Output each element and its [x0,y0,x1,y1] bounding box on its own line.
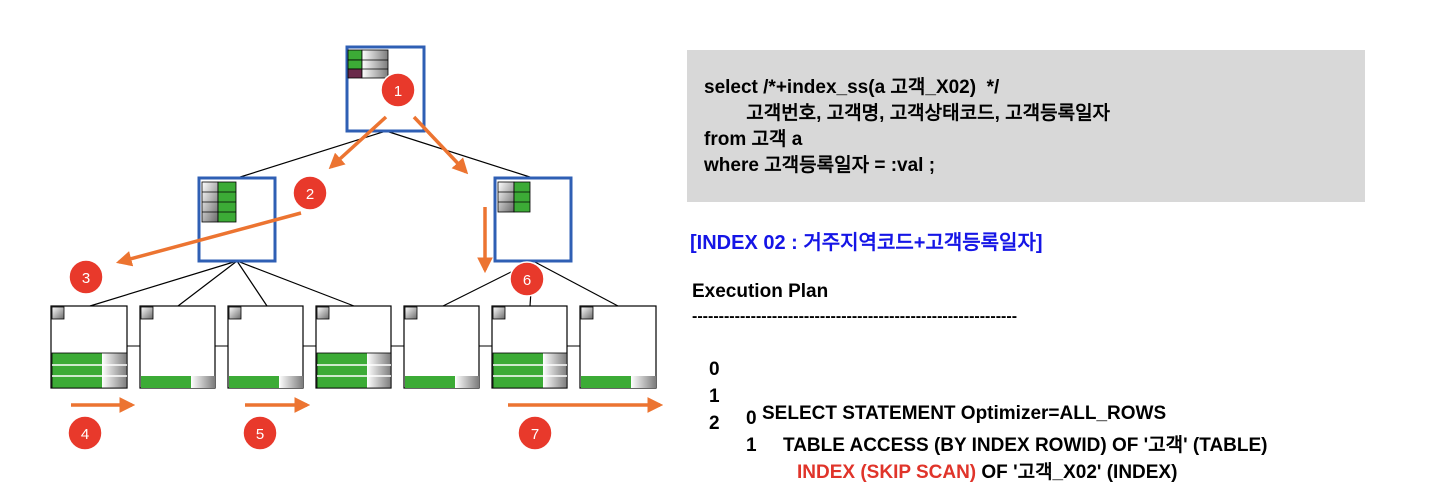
arrow-root-to-right [412,115,469,175]
step-label: 4 [81,426,89,443]
sql-line: 고객번호, 고객명, 고객상태코드, 고객등록일자 [704,103,1111,124]
step-label: 3 [82,270,90,287]
step-badge-1: 1 [380,72,416,108]
leaf-node-3 [227,305,304,389]
plan-row-id: 2 [709,413,720,434]
step-label: 7 [531,426,539,443]
plan-row-operation-rest: OF '고객_X02' (INDEX) [976,462,1178,483]
plan-row-operation: SELECT STATEMENT Optimizer=ALL_ROWS [762,403,1167,424]
sql-line: select /*+index_ss(a 고객_X02) */ [704,77,1000,98]
plan-row-parent: 0 [746,408,757,429]
leaf-node-5 [403,305,480,389]
plan-row-1: 1 0 TABLE ACCESS (BY INDEX ROWID) OF '고객… [692,364,1392,456]
execution-plan-divider: ----------------------------------------… [692,308,1018,325]
step-badge-6: 6 [509,261,545,297]
sql-query-box: select /*+index_ss(a 고객_X02) */ 고객번호, 고객… [687,50,1365,202]
step-label: 6 [523,272,531,289]
plan-row-2: 2 1 INDEX (SKIP SCAN) OF '고객_X02' (INDEX… [692,391,1392,483]
arrow-branch-to-left-edge [115,211,302,267]
step-badge-3: 3 [68,259,104,295]
leaf-node-6 [491,305,568,389]
leaf-node-7 [579,305,657,389]
step-badge-2: 2 [292,175,328,211]
branch-node-right [493,176,573,263]
leaf-node-4 [315,305,392,389]
leaf-node-1 [50,305,128,389]
plan-row-parent: 1 [746,435,757,456]
step-badge-7: 7 [517,415,553,451]
plan-row-id: 0 [709,359,720,380]
skip-scan-highlight: INDEX (SKIP SCAN) [797,462,977,483]
btree-diagram: 1 2 3 4 5 6 7 [50,45,664,451]
arrow-root-to-left [328,115,388,170]
index-title: [INDEX 02 : 거주지역코드+고객등록일자] [690,232,1043,254]
execution-plan-title: Execution Plan [692,281,829,302]
plan-row-id: 1 [709,386,720,407]
step-label: 5 [256,426,264,443]
plan-row-0: 0 SELECT STATEMENT Optimizer=ALL_ROWS [692,337,1372,424]
branch-node-left [197,176,277,263]
leaf-node-2 [139,305,216,389]
plan-row-operation: TABLE ACCESS (BY INDEX ROWID) OF '고객' (T… [783,435,1268,456]
sql-line: from 고객 a [704,129,803,150]
step-badge-4: 4 [67,415,103,451]
sql-line: where 고객등록일자 = :val ; [704,155,936,176]
step-label: 2 [306,186,314,203]
step-badge-5: 5 [242,415,278,451]
plan-row-operation: INDEX (SKIP SCAN) OF '고객_X02' (INDEX) [797,457,1177,484]
traversal-arrows [71,115,664,413]
step-label: 1 [394,83,402,100]
